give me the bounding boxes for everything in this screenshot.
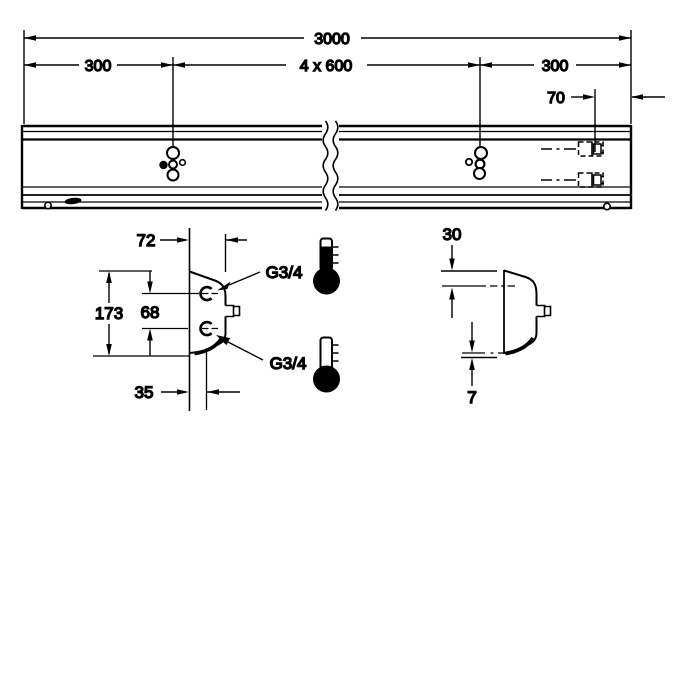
dim-label-3000: 3000 — [314, 31, 350, 48]
rail-front-view — [20, 120, 633, 212]
dim-right-offset: 300 — [480, 57, 631, 76]
lever-arc-side — [505, 336, 535, 356]
dim-label-72: 72 — [137, 231, 156, 250]
dim-label-70: 70 — [547, 90, 565, 107]
dim-top-to-axis: 30 — [442, 224, 462, 318]
dim-left-offset: 300 — [24, 57, 173, 76]
dim-label-7: 7 — [467, 388, 476, 407]
break-lines — [322, 120, 339, 212]
thermometer-hot-icon — [313, 237, 340, 295]
label-g34-top: G3/4 — [266, 263, 303, 282]
port-label-top: G3/4 — [217, 262, 303, 291]
outlet-stub-side — [536, 304, 552, 318]
dim-label-300-right: 300 — [542, 58, 569, 75]
dim-port-axis-depth: 35 — [134, 382, 240, 403]
rail-profile-lines — [22, 130, 631, 203]
concealed-connector-1 — [541, 141, 604, 157]
dim-label-4x600: 4 x 600 — [300, 58, 353, 75]
concealed-connector-2 — [541, 172, 604, 188]
dim-label-30: 30 — [443, 225, 462, 244]
dim-port-spacing: 68 — [140, 271, 199, 356]
dim-connector-inset: 70 — [546, 89, 665, 108]
port-hook-top — [199, 285, 213, 302]
dim-overall-height: 173 — [93, 270, 189, 357]
port-label-bottom: G3/4 — [216, 335, 307, 374]
dim-label-300-left: 300 — [85, 58, 112, 75]
dim-total-length: 3000 — [24, 30, 631, 49]
rail-outline — [20, 124, 633, 210]
thermometer-cold-icon — [313, 336, 340, 393]
mounting-hole-cluster-1 — [159, 146, 187, 182]
fixing-hole-right — [602, 202, 611, 211]
fixing-hole-left — [43, 197, 82, 210]
front-detail-view: 72 173 68 35 — [93, 228, 340, 411]
dim-axis-to-bottom: 7 — [467, 322, 477, 408]
side-detail-view: 30 7 — [441, 224, 552, 408]
lever-arc — [194, 337, 224, 356]
outlet-stub — [225, 304, 241, 318]
bracket-profile — [189, 270, 241, 356]
dim-depth: 72 — [136, 230, 247, 251]
dim-label-173: 173 — [95, 304, 123, 323]
port-hook-bottom — [199, 320, 213, 337]
label-g34-bottom: G3/4 — [270, 354, 307, 373]
dim-label-68: 68 — [141, 303, 160, 322]
mounting-hole-cluster-2 — [464, 146, 488, 180]
top-view-dimensions: 3000 300 4 x 600 300 70 — [23, 30, 665, 152]
dim-label-35: 35 — [135, 383, 154, 402]
dim-hole-spacing: 4 x 600 — [173, 57, 480, 76]
side-profile — [503, 269, 552, 356]
